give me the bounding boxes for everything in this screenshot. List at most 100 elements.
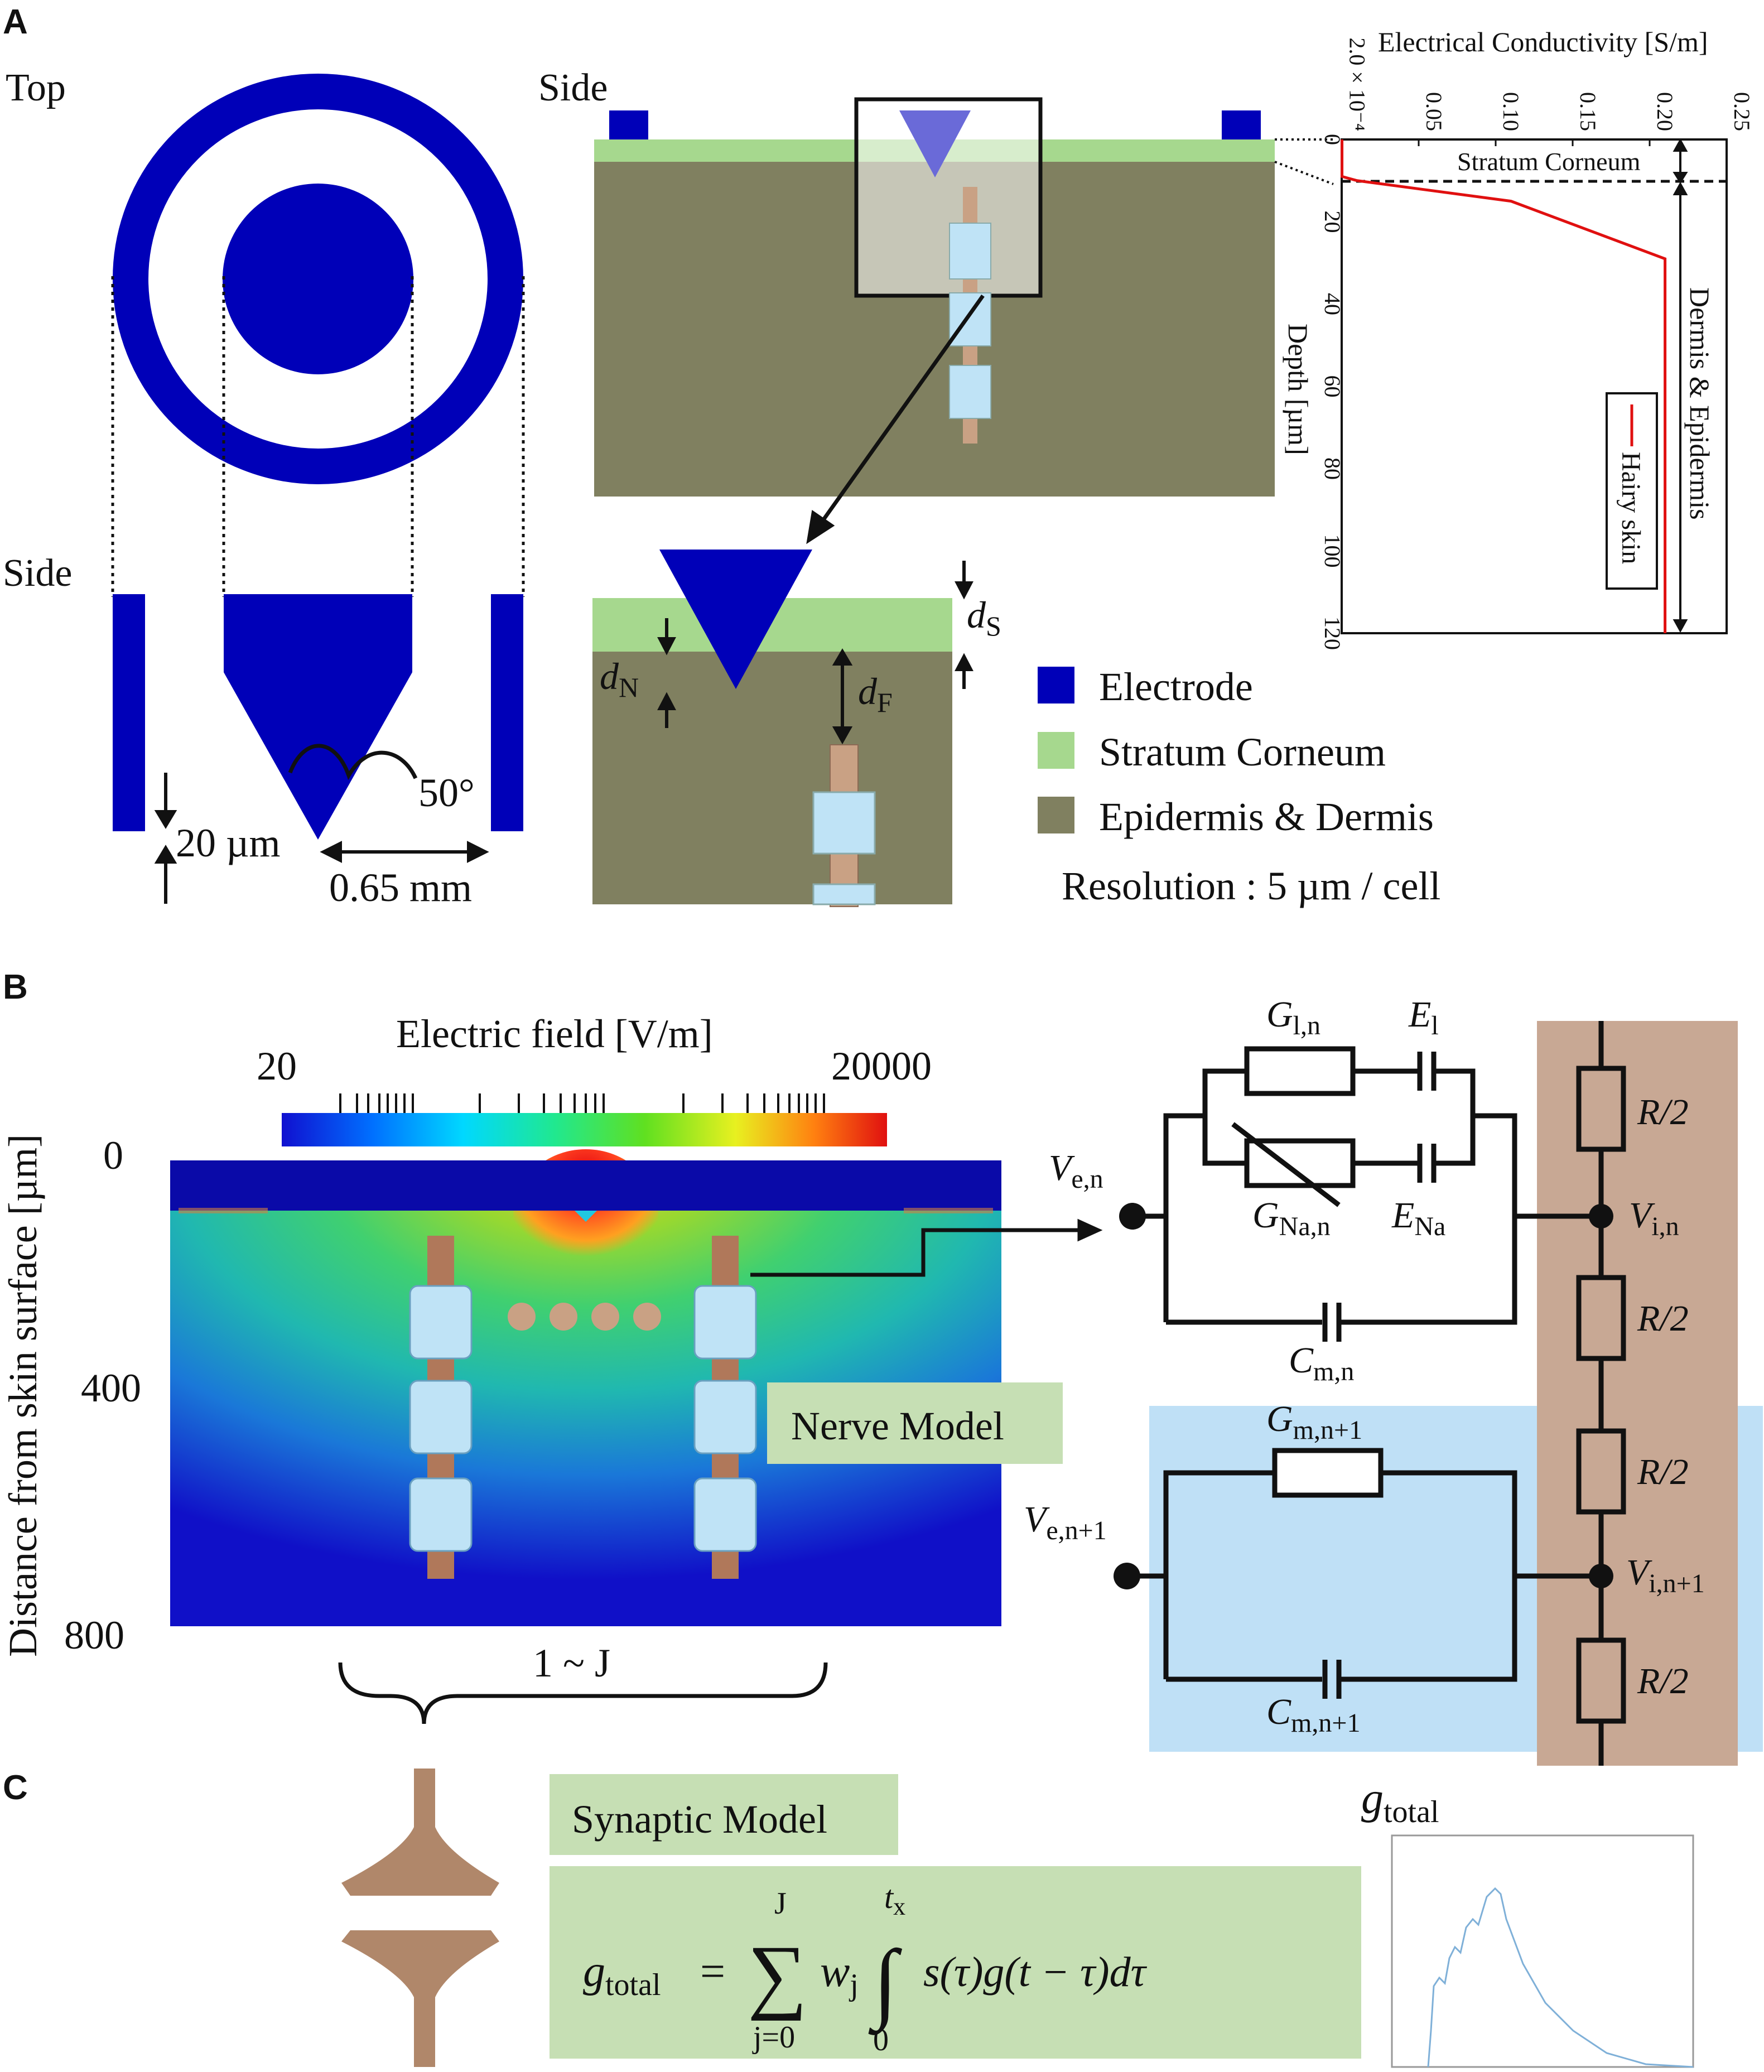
cond-ytick-1: 20 (1320, 211, 1345, 233)
dn-label: dN (600, 655, 639, 703)
gtotal-curve (1427, 1887, 1694, 2068)
projection-lines (111, 276, 525, 597)
cond-ytick-6: 120 (1320, 616, 1345, 650)
cond-xtick-2: 0.10 (1498, 92, 1524, 131)
cond-ytick-5: 100 (1320, 534, 1345, 568)
label-v-e: Ve,n (1049, 1148, 1103, 1194)
label-r-2: R/2 (1637, 1298, 1689, 1339)
zoom-needle (659, 550, 812, 689)
field-needle-tip (575, 1211, 597, 1222)
eq-equals: = (700, 1947, 725, 1996)
side-view-label-mid: Side (538, 66, 608, 109)
label-e-l: El (1408, 994, 1439, 1040)
circuit-labels: Gl,n El GNa,n ENa Cm,n Ve,n Vi,n Gm,n+1 … (1024, 994, 1705, 1738)
eq-sum-bottom: j=0 (752, 2020, 795, 2055)
ds-label: dS (967, 594, 1001, 642)
gap-dimension (154, 773, 177, 904)
field-electrode-layer (170, 1160, 1001, 1211)
legend-stratum: Stratum Corneum (1099, 730, 1386, 774)
label-v-i1: Vi,n+1 (1626, 1552, 1705, 1598)
center-electrode (223, 184, 413, 374)
width-label: 0.65 mm (329, 865, 472, 910)
field-myelin-0-0 (409, 1285, 473, 1360)
label-r-3: R/2 (1637, 1452, 1689, 1492)
label-g-m1: Gm,n+1 (1266, 1399, 1362, 1445)
hairy-skin-line (1341, 139, 1667, 633)
eq-w: wj (820, 1947, 859, 2002)
cbar-min: 20 (257, 1044, 297, 1088)
circuit-nodes (1114, 1203, 1613, 1589)
field-myelin-0-1 (409, 1380, 473, 1454)
nerve-model-box (767, 1382, 1063, 1464)
cond-frame (1341, 138, 1728, 634)
nerve-cross-sections (508, 1303, 661, 1331)
label-e-na: ENa (1391, 1195, 1445, 1241)
equation: gtotal = ∑ J j=0 wj ∫ tx 0 s(τ)g(t − τ)d… (583, 1879, 1148, 2057)
eq-g: gtotal (583, 1947, 661, 2002)
legend-a: Electrode Stratum Corneum Epidermis & De… (1038, 664, 1440, 908)
label-v-e1: Ve,n+1 (1024, 1499, 1107, 1545)
ring-electrode (113, 74, 523, 484)
ring-side-left (113, 594, 145, 831)
skin-block (594, 97, 1334, 544)
synapse-icon (341, 1769, 499, 2067)
stratum-region-label: Stratum Corneum (1457, 147, 1641, 176)
plot-pointer (1274, 138, 1334, 185)
resolution-note: Resolution : 5 µm / cell (1062, 864, 1440, 908)
dermis-region-label: Dermis & Epidermis (1684, 287, 1715, 520)
cond-xtick-5: 0.25 (1729, 92, 1755, 131)
eq-integral: ∫ (868, 1931, 902, 2035)
cbar-max: 20000 (831, 1044, 932, 1088)
synaptic-model-label: Synaptic Model (572, 1797, 827, 1842)
zoom-detail: dN dF dS (592, 550, 1001, 907)
panel-label-b: B (3, 968, 28, 1006)
angle-arc (288, 744, 418, 780)
label-g-na: GNa,n (1252, 1195, 1331, 1241)
ds-arrows (955, 561, 973, 689)
legend-epidermis: Epidermis & Dermis (1099, 794, 1434, 839)
gap-label: 20 µm (176, 821, 281, 865)
legend-swatch-electrode (1038, 667, 1074, 703)
top-view-label: Top (6, 66, 66, 109)
cond-ytick-4: 80 (1320, 457, 1345, 480)
zoom-epidermis (592, 652, 952, 904)
gtotal-plot (1391, 1834, 1694, 2068)
side-view-label-left: Side (3, 552, 72, 595)
electrode-top-view (113, 74, 523, 484)
label-g-l: Gl,n (1266, 994, 1320, 1040)
cond-ytick-3: 60 (1320, 375, 1345, 398)
label-r-4: R/2 (1637, 1661, 1689, 1702)
circuit (1127, 1021, 1626, 1766)
field-myelin-1-0 (693, 1285, 757, 1360)
eq-int-bottom: 0 (873, 2023, 889, 2057)
electrode-side-view (113, 594, 523, 840)
cond-xtick-3: 0.15 (1575, 92, 1601, 131)
eq-rest: s(τ)g(t − τ)dτ (923, 1949, 1148, 1996)
legend-swatch-stratum (1038, 732, 1074, 769)
eq-int-top: tx (884, 1879, 905, 1920)
gtotal-frame (1391, 1834, 1694, 2068)
field-nerves (409, 1236, 757, 1579)
eq-sum-top: J (774, 1886, 787, 1921)
zoom-arrow (806, 294, 985, 544)
block-electrode-right (1222, 110, 1261, 139)
center-side-cone (224, 594, 412, 840)
df-arrow (832, 648, 853, 745)
field-myelin-0-2 (409, 1477, 473, 1552)
region-arrows (1673, 138, 1688, 633)
conductivity-plot: Electrical Conductivity [S/m] 2.0 × 10⁻⁴… (1283, 26, 1755, 650)
label-c-m: Cm,n (1289, 1340, 1354, 1386)
colorbar-ticks (339, 1093, 825, 1113)
cond-title: Electrical Conductivity [S/m] (1378, 26, 1708, 57)
cbar-title: Electric field [V/m] (396, 1011, 713, 1056)
block-electrode-left (609, 110, 648, 139)
brace (338, 1662, 828, 1724)
b-ytick-400: 400 (81, 1366, 141, 1410)
cond-legend-label: Hairy skin (1616, 452, 1646, 564)
circuit-tan-bg (1537, 1021, 1738, 1766)
needle-tip (899, 110, 971, 177)
